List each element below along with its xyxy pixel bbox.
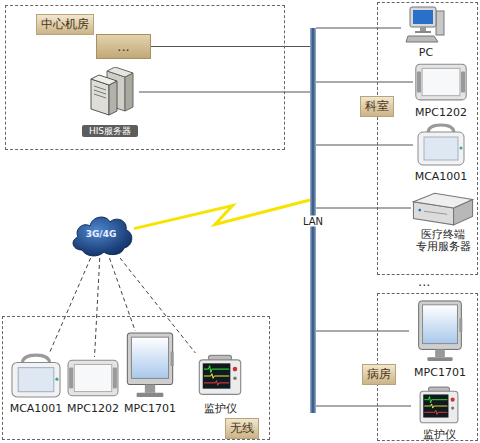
lan-link <box>151 46 310 47</box>
cloud-outline <box>73 217 132 256</box>
group-frame: 无线 MCA1001MPC1202MPC1701 监护仪 <box>2 316 270 440</box>
device-icon <box>411 385 467 427</box>
device-icon-use <box>127 333 173 397</box>
node-label: 3G/4G <box>86 229 117 239</box>
device-node: PC <box>401 5 451 59</box>
node-label: MPC1701 <box>121 403 179 415</box>
device-icon <box>413 123 469 167</box>
device-icon-use <box>418 125 464 165</box>
device-icon <box>7 353 65 399</box>
wireless-link <box>49 258 90 353</box>
node-label: PC <box>401 47 451 59</box>
lan-link <box>316 331 409 332</box>
device-icon-use <box>68 360 118 395</box>
device-icon <box>409 299 471 363</box>
group-frame: 病房MPC1701监护仪 <box>377 293 478 441</box>
device-icon <box>411 189 475 227</box>
node-label: MPC1701 <box>409 367 471 379</box>
device-icon <box>195 353 245 399</box>
wireless-cloud: 3G/4G <box>68 210 134 258</box>
group-label: 科室 <box>360 96 394 117</box>
group-frame: 科室PCMPC1202MCA1001医疗终端 专用服务器 <box>377 2 478 275</box>
device-node: MCA1001 <box>7 353 65 415</box>
device-icon-use <box>12 355 60 397</box>
device-icon-use <box>416 64 466 100</box>
device-icon-use <box>413 193 472 225</box>
device-node: HIS服务器 <box>81 67 139 137</box>
node-label: ... <box>97 35 150 58</box>
node-label: HIS服务器 <box>82 125 138 137</box>
device-icon <box>413 61 469 103</box>
device-icon <box>81 67 139 117</box>
wireless-link <box>109 258 135 331</box>
node-label: MCA1001 <box>7 403 65 415</box>
node-label: MCA1001 <box>413 171 469 183</box>
group-label: 中心机房 <box>36 14 94 35</box>
group-label: 无线 <box>225 418 259 439</box>
wireless-bolt <box>134 200 310 229</box>
device-icon-use <box>91 67 133 115</box>
device-node: MPC1202 <box>413 61 469 119</box>
device-icon <box>67 357 119 399</box>
node-label: 医疗终端 专用服务器 <box>411 229 475 253</box>
node-label: 监护仪 <box>195 403 245 415</box>
device-icon-use <box>420 387 458 423</box>
lan-link <box>316 145 413 146</box>
node-label: LAN <box>301 215 325 226</box>
device-node: MPC1701 <box>409 299 471 379</box>
device-node: 监护仪 <box>411 385 467 441</box>
device-node: MPC1202 <box>67 357 119 415</box>
ellipsis-label: ... <box>418 274 430 289</box>
lan-link <box>316 82 413 83</box>
group-label: 病房 <box>362 364 396 385</box>
node-label: 监护仪 <box>411 429 467 441</box>
device-icon-use <box>199 355 240 394</box>
lan-link <box>316 28 401 29</box>
device-icon-use <box>419 301 463 361</box>
device-node: 医疗终端 专用服务器 <box>411 189 475 253</box>
device-icon <box>401 5 451 45</box>
device-node: MCA1001 <box>413 123 469 183</box>
lan-bus: LAN <box>310 28 316 413</box>
device-node: 监护仪 <box>195 353 245 415</box>
device-icon-use <box>406 7 444 42</box>
group-frame: 中心机房... HIS服务器 <box>5 5 285 150</box>
device-node: MPC1701 <box>121 331 179 415</box>
placeholder-box: ... <box>96 34 151 59</box>
wireless-link <box>95 258 100 357</box>
node-label: MPC1202 <box>413 107 469 119</box>
device-icon <box>121 331 179 399</box>
lan-link <box>316 208 411 209</box>
node-label: MPC1202 <box>67 403 119 415</box>
lan-link <box>316 406 411 407</box>
